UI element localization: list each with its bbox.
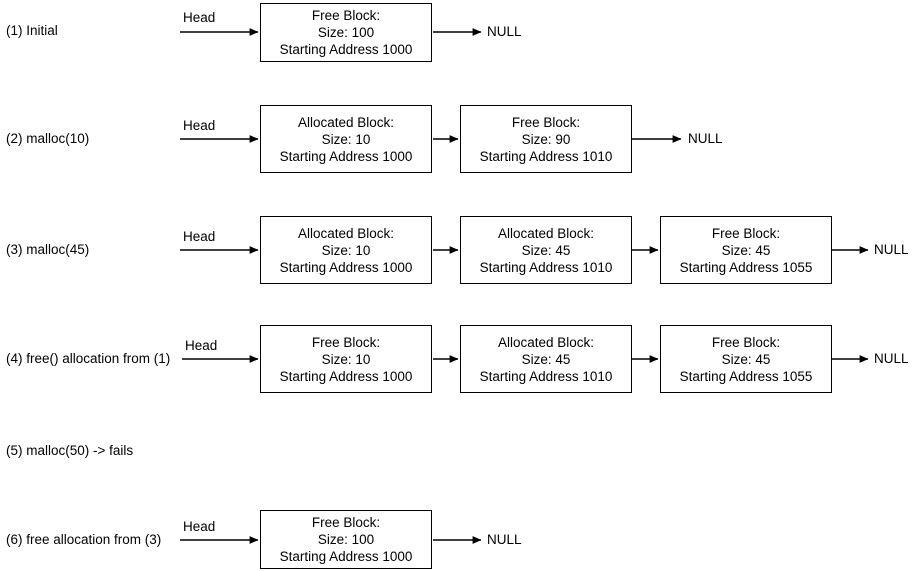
head-label-row-4: Head <box>185 338 218 353</box>
block-kind: Free Block: <box>711 225 781 241</box>
block-kind: Free Block: <box>511 114 581 130</box>
block-kind: Allocated Block: <box>497 225 595 241</box>
step-label-6: (6) free allocation from (3) <box>6 532 162 547</box>
head-label-row-6: Head <box>183 519 216 534</box>
block-address: Starting Address 1000 <box>279 42 413 57</box>
block-row-4-3[interactable]: Free Block: Size: 45 Starting Address 10… <box>660 325 832 393</box>
block-row-3-3[interactable]: Free Block: Size: 45 Starting Address 10… <box>660 216 832 284</box>
block-address: Starting Address 1055 <box>679 259 813 275</box>
block-size: Size: 45 <box>521 351 571 367</box>
block-size: Size: 10 <box>321 131 371 147</box>
block-row-3-1[interactable]: Allocated Block: Size: 10 Starting Addre… <box>260 216 432 284</box>
step-label-3: (3) malloc(45) <box>6 242 90 257</box>
block-size: Size: 45 <box>721 242 771 258</box>
block-kind: Free Block: <box>311 8 381 23</box>
block-kind: Free Block: <box>711 334 781 350</box>
step-label-2: (2) malloc(10) <box>6 131 90 146</box>
null-label-row-1: NULL <box>487 24 522 39</box>
block-row-1-1[interactable]: Free Block: Size: 100 Starting Address 1… <box>260 3 432 62</box>
block-row-4-1[interactable]: Free Block: Size: 10 Starting Address 10… <box>260 325 432 393</box>
null-label-row-6: NULL <box>487 532 522 547</box>
block-address: Starting Address 1010 <box>479 148 613 164</box>
block-size: Size: 10 <box>321 242 371 258</box>
step-label-4: (4) free() allocation from (1) <box>6 351 171 366</box>
null-label-row-2: NULL <box>688 131 723 146</box>
block-kind: Allocated Block: <box>297 225 395 241</box>
null-label-row-3: NULL <box>874 242 909 257</box>
block-row-2-1[interactable]: Allocated Block: Size: 10 Starting Addre… <box>260 105 432 173</box>
block-size: Size: 100 <box>317 532 375 547</box>
block-size: Size: 90 <box>521 131 571 147</box>
block-address: Starting Address 1000 <box>279 368 413 384</box>
head-label-row-1: Head <box>183 10 216 25</box>
block-row-6-1[interactable]: Free Block: Size: 100 Starting Address 1… <box>260 510 432 569</box>
block-address: Starting Address 1000 <box>279 259 413 275</box>
block-address: Starting Address 1055 <box>679 368 813 384</box>
head-label-row-3: Head <box>183 229 216 244</box>
block-size: Size: 45 <box>721 351 771 367</box>
null-label-row-4: NULL <box>874 351 909 366</box>
block-size: Size: 45 <box>521 242 571 258</box>
block-row-4-2[interactable]: Allocated Block: Size: 45 Starting Addre… <box>460 325 632 393</box>
block-size: Size: 100 <box>317 25 375 40</box>
block-address: Starting Address 1010 <box>479 368 613 384</box>
block-row-2-2[interactable]: Free Block: Size: 90 Starting Address 10… <box>460 105 632 173</box>
head-label-row-2: Head <box>183 118 216 133</box>
step-label-5: (5) malloc(50) -> fails <box>6 443 134 458</box>
block-kind: Allocated Block: <box>297 114 395 130</box>
block-address: Starting Address 1000 <box>279 549 413 564</box>
block-address: Starting Address 1010 <box>479 259 613 275</box>
block-row-3-2[interactable]: Allocated Block: Size: 45 Starting Addre… <box>460 216 632 284</box>
block-kind: Free Block: <box>311 515 381 530</box>
block-size: Size: 10 <box>321 351 371 367</box>
block-address: Starting Address 1000 <box>279 148 413 164</box>
block-kind: Free Block: <box>311 334 381 350</box>
step-label-1: (1) Initial <box>6 23 58 38</box>
block-kind: Allocated Block: <box>497 334 595 350</box>
